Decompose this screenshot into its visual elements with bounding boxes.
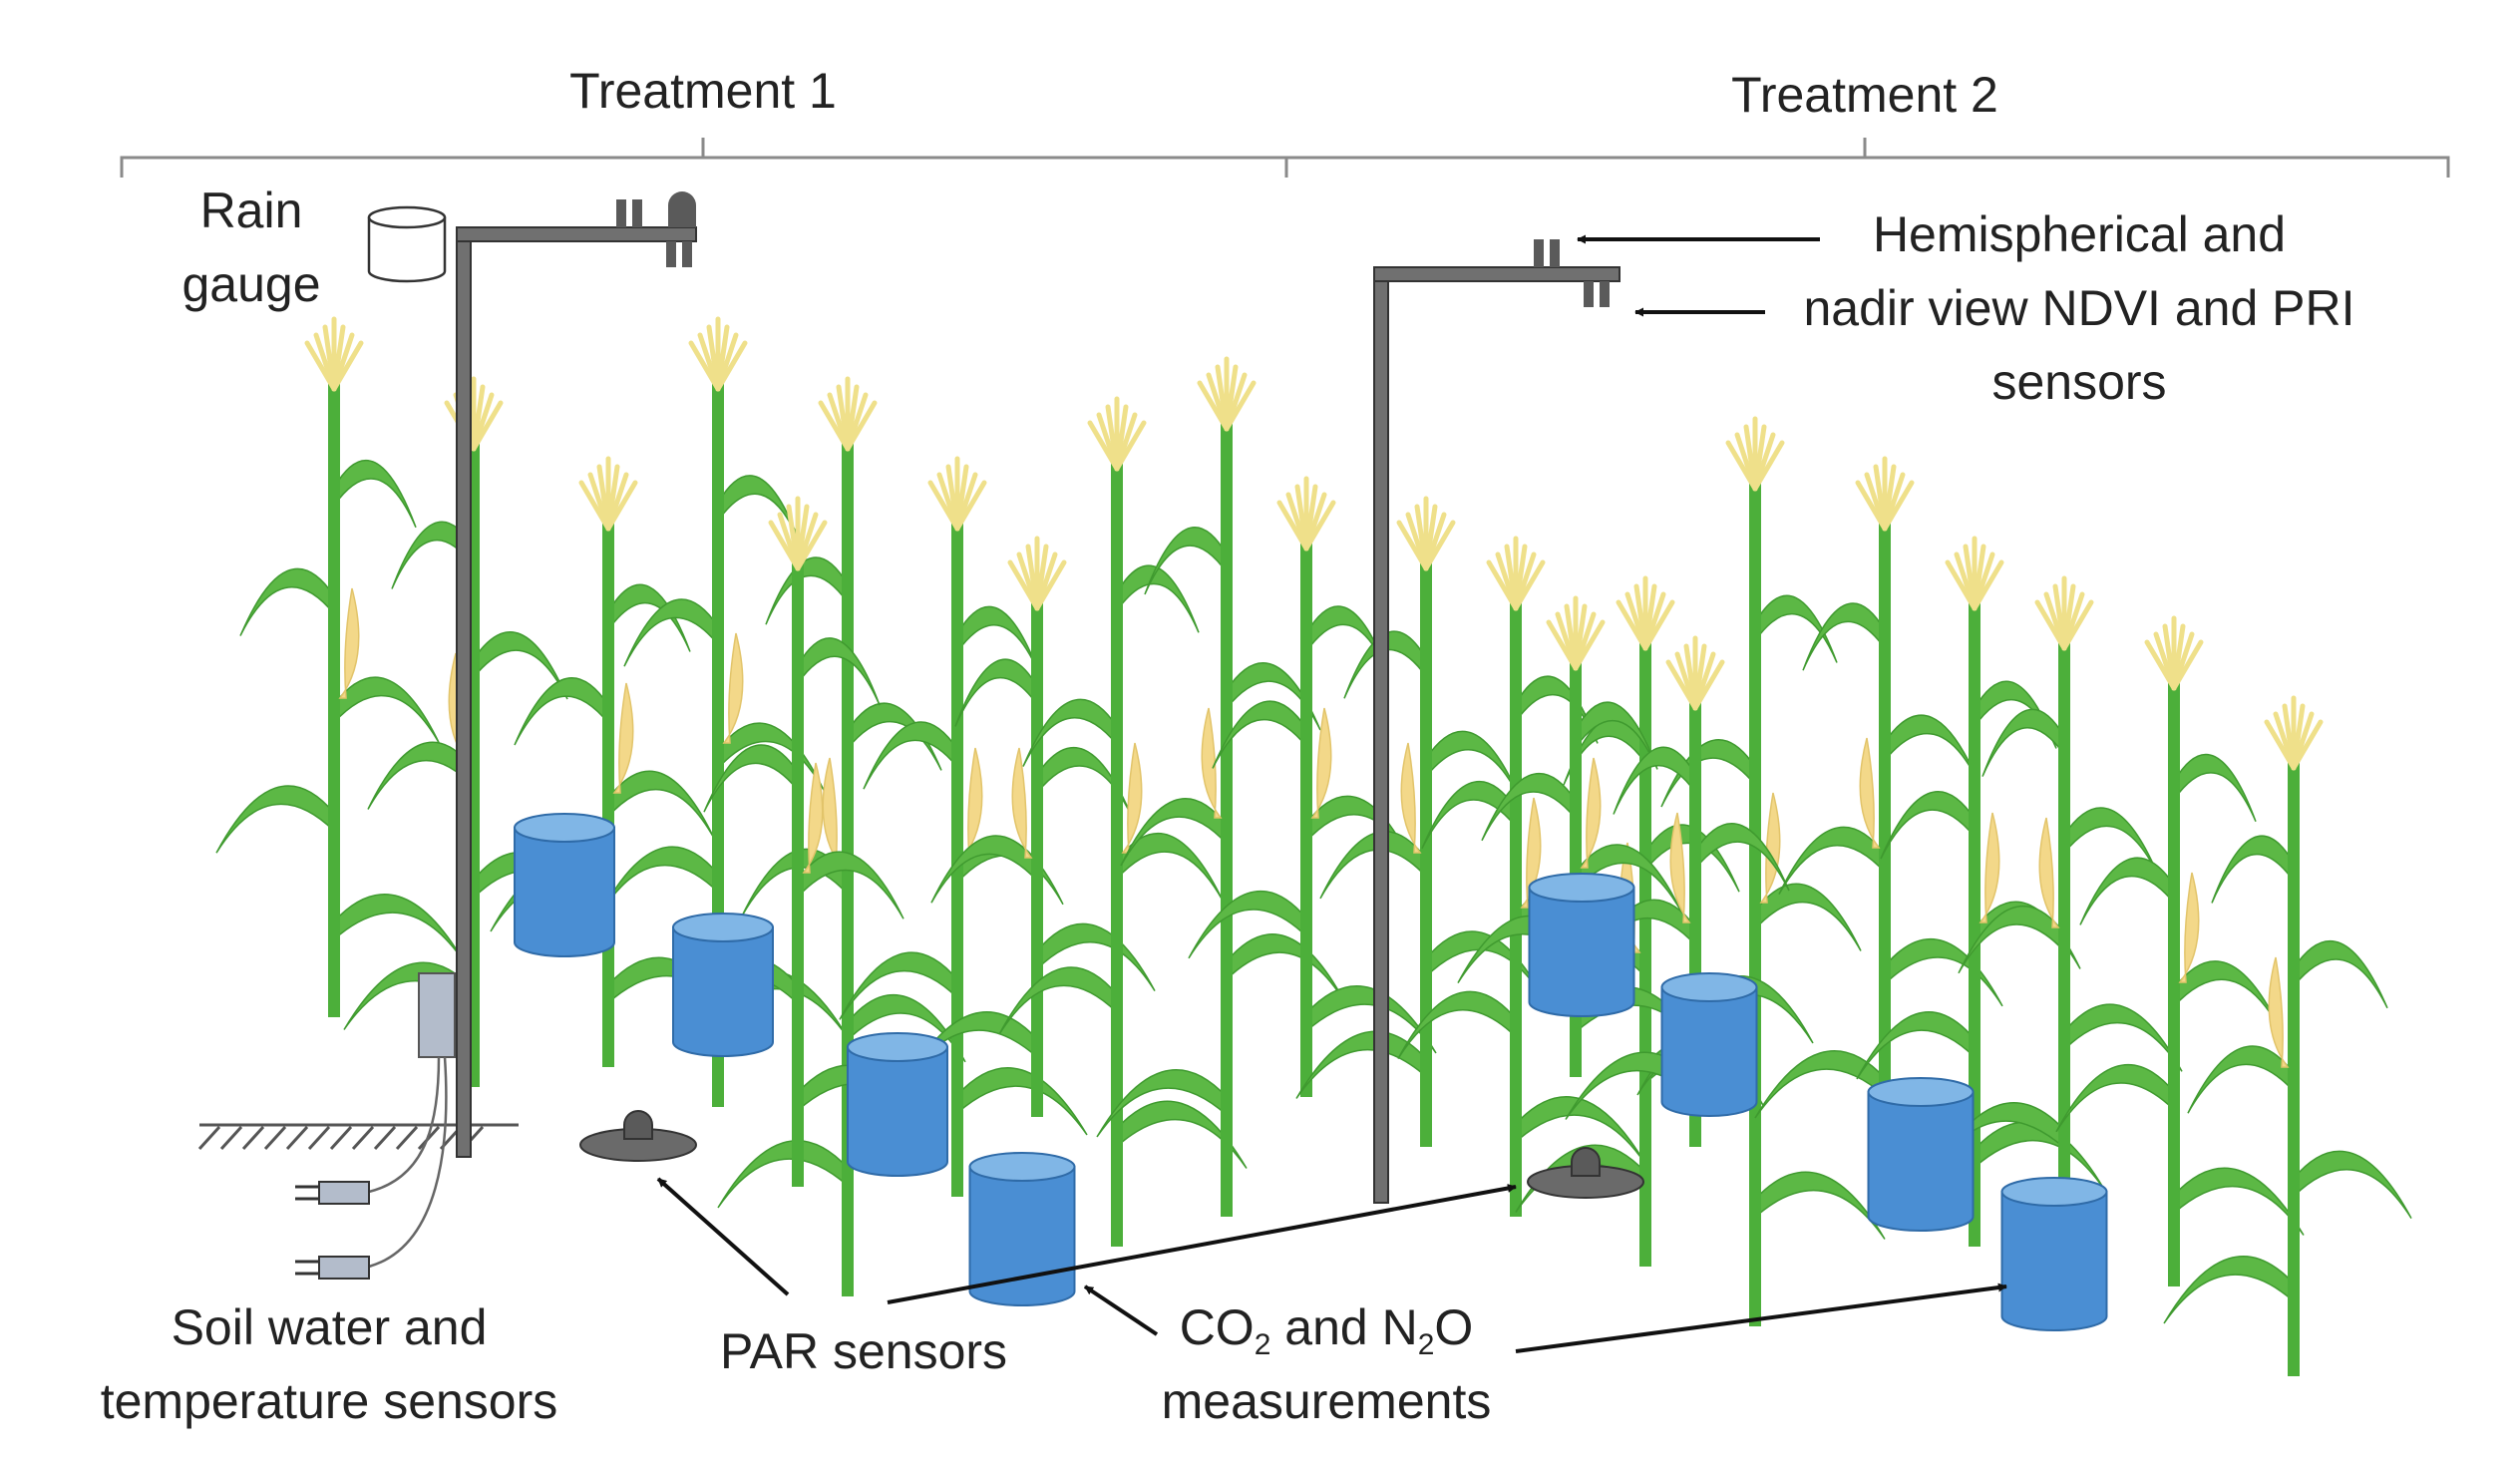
- ndvi-label-line3: sensors: [1991, 354, 2166, 410]
- co2-n2o-label-line2: measurements: [1162, 1373, 1492, 1429]
- treatment1-sensor-mast: [456, 191, 697, 1158]
- par-label: PAR sensors: [720, 1323, 1007, 1379]
- par-sensor-icon: [1527, 1147, 1644, 1199]
- corn-plant-icon: [998, 396, 1248, 1247]
- arrow-par-1: [656, 1177, 790, 1296]
- rain-gauge-icon: [367, 205, 447, 283]
- soil-sensor-logger: [295, 972, 456, 1280]
- treatment2-sensor-mast: [1373, 239, 1620, 1204]
- gas-chamber-icon: [968, 1152, 1076, 1306]
- corn-plant-icon: [1188, 476, 1437, 1097]
- mast-pole: [1373, 266, 1389, 1204]
- soil-probe-icon: [295, 1181, 370, 1205]
- rain-gauge-label-line2: gauge: [181, 256, 320, 312]
- mast-arm: [1373, 266, 1620, 282]
- corn-plant-icon: [2163, 695, 2412, 1376]
- arrow-co2-2: [1515, 1283, 2007, 1353]
- soil-label-line2: temperature sensors: [101, 1373, 558, 1429]
- corn-plant-icon: [215, 316, 465, 1017]
- corn-plant-icon: [2055, 615, 2305, 1286]
- gas-chamber-icon: [1528, 873, 1635, 1017]
- par-sensor-icon: [579, 1110, 697, 1162]
- mast-arm: [456, 226, 697, 242]
- corn-plant-icon: [679, 496, 928, 1187]
- callout-arrows: [656, 234, 2007, 1353]
- ndvi-label-line2: nadir view NDVI and PRI: [1803, 280, 2354, 336]
- gas-chamber-icon: [672, 913, 774, 1057]
- treatment2-bracket: [1284, 138, 2450, 178]
- ndvi-pri-sensor-down-icon: [1584, 281, 1610, 307]
- rain-gauge-label-line1: Rain: [200, 183, 303, 238]
- treatment-brackets: [120, 138, 2450, 178]
- soil-probe-icon: [295, 1256, 370, 1280]
- ndvi-pri-sensor-down-icon: [666, 241, 692, 267]
- ndvi-pri-sensor-up-icon: [616, 191, 696, 227]
- treatment2-label: Treatment 2: [1731, 67, 1998, 123]
- gas-chamber-icon: [1660, 972, 1758, 1117]
- ndvi-pri-sensor-up-icon: [1534, 239, 1560, 267]
- gas-chamber-icon: [514, 813, 615, 957]
- soil-label-line1: Soil water and: [172, 1299, 488, 1355]
- corn-plants: [215, 316, 2412, 1376]
- gas-chamber-icon: [2000, 1177, 2108, 1331]
- corn-plant-icon: [1295, 496, 1545, 1147]
- gas-chamber-icon: [847, 1032, 948, 1177]
- datalogger-box: [418, 972, 456, 1058]
- ndvi-label-line1: Hemispherical and: [1873, 206, 2286, 262]
- gas-flux-chambers: [514, 813, 2108, 1331]
- corn-plant-icon: [1754, 456, 2003, 1177]
- treatment1-label: Treatment 1: [569, 63, 837, 119]
- co2-n2o-label-line1: CO2 and N2O: [1180, 1299, 1474, 1361]
- arrow-par-2: [887, 1184, 1517, 1304]
- corn-plant-icon: [906, 536, 1156, 1117]
- corn-plant-icon: [1096, 356, 1345, 1217]
- treatment1-bracket: [120, 138, 1288, 178]
- gas-chamber-icon: [1867, 1077, 1975, 1232]
- arrow-co2-1: [1083, 1284, 1159, 1336]
- mast-pole: [456, 226, 472, 1158]
